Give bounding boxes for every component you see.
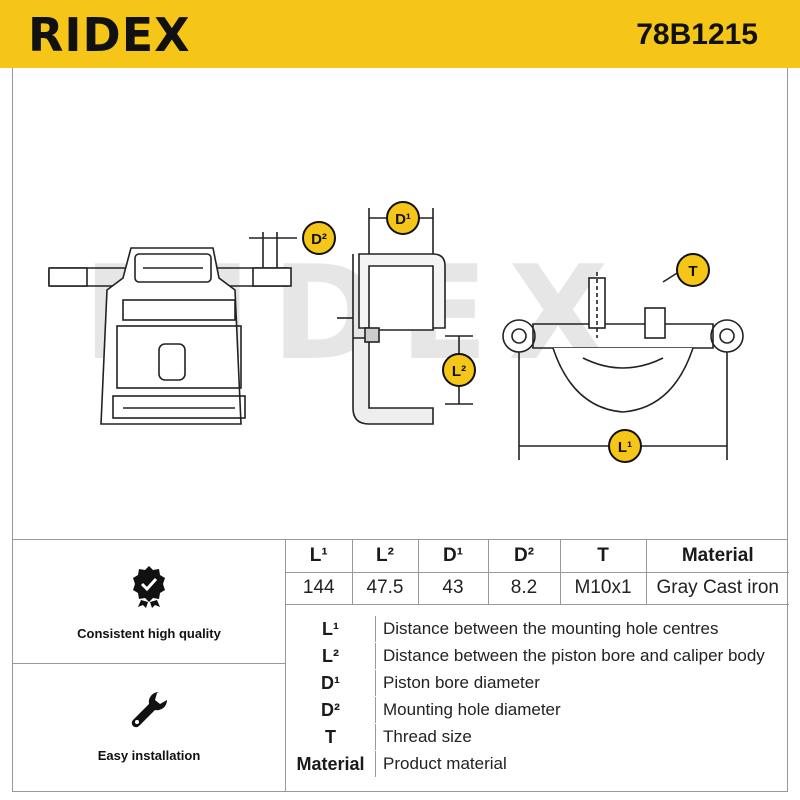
part-number: 78B1215 [636, 18, 758, 51]
svg-text:L²: L² [452, 363, 466, 380]
spec-value-d1: 43 [418, 572, 489, 605]
legend-description: Distance between the mounting hole centr… [383, 619, 719, 638]
check-badge-icon [133, 566, 165, 608]
legend-row: L² Distance between the piston bore and … [286, 643, 789, 669]
feature-installation: Easy installation [13, 664, 285, 791]
spec-value-row: 144 47.5 43 8.2 M10x1 Gray Cast iron [286, 572, 789, 605]
legend-row: T Thread size [286, 724, 789, 750]
dimension-badge-d1: D¹ [386, 201, 420, 235]
legend-key: L¹ [286, 616, 376, 642]
dimension-badge-t: T [676, 253, 710, 287]
legend-row: D¹ Piston bore diameter [286, 670, 789, 696]
caliper-section-view [337, 208, 473, 425]
technical-drawing: RIDEX [12, 68, 788, 540]
spec-table: L¹ L² D¹ D² T Material 144 47.5 43 8.2 M… [286, 540, 789, 605]
legend-key: T [286, 724, 376, 750]
legend-key: D¹ [286, 670, 376, 696]
dimension-badge-l1: L¹ [608, 429, 642, 463]
legend-description: Product material [383, 754, 507, 773]
spec-value-l2: 47.5 [352, 572, 419, 605]
legend-description: Mounting hole diameter [383, 700, 561, 719]
spec-value-l1: 144 [286, 572, 353, 605]
header-bar: RIDEX 78B1215 [0, 0, 800, 68]
divider [285, 540, 286, 791]
svg-text:D²: D² [311, 231, 327, 248]
legend-key: L² [286, 643, 376, 669]
svg-text:T: T [688, 263, 697, 280]
legend-description: Piston bore diameter [383, 673, 540, 692]
brand-logo: RIDEX [28, 8, 191, 62]
spec-header-t: T [560, 540, 647, 573]
dimension-badge-l2: L² [442, 353, 476, 387]
spec-header-l2: L² [352, 540, 419, 573]
svg-text:D¹: D¹ [395, 211, 411, 228]
spec-header-l1: L¹ [286, 540, 353, 573]
legend-key: D² [286, 697, 376, 723]
legend-key: Material [286, 751, 376, 777]
spec-value-material: Gray Cast iron [646, 572, 789, 605]
feature-label-quality: Consistent high quality [77, 626, 221, 641]
caliper-drawing-svg: RIDEX [48, 201, 744, 463]
legend-description: Distance between the piston bore and cal… [383, 646, 765, 665]
wrench-icon [131, 691, 168, 728]
dimension-legend: L¹ Distance between the mounting hole ce… [286, 606, 789, 791]
spec-header-d1: D¹ [418, 540, 489, 573]
spec-header-row: L¹ L² D¹ D² T Material [286, 540, 789, 573]
feature-quality: Consistent high quality [13, 540, 285, 664]
feature-label-installation: Easy installation [97, 748, 201, 763]
spec-value-t: M10x1 [560, 572, 647, 605]
specifications-panel: Consistent high quality Easy installatio… [12, 540, 789, 792]
caliper-front-view [48, 232, 297, 425]
caliper-rear-view [502, 267, 744, 460]
spec-value-d2: 8.2 [488, 572, 561, 605]
spec-header-material: Material [646, 540, 789, 573]
legend-row: D² Mounting hole diameter [286, 697, 789, 723]
dimension-badge-d2: D² [302, 221, 336, 255]
legend-row: L¹ Distance between the mounting hole ce… [286, 616, 789, 642]
legend-row: Material Product material [286, 751, 789, 777]
spec-header-d2: D² [488, 540, 561, 573]
svg-text:L¹: L¹ [618, 439, 632, 456]
legend-description: Thread size [383, 727, 472, 746]
